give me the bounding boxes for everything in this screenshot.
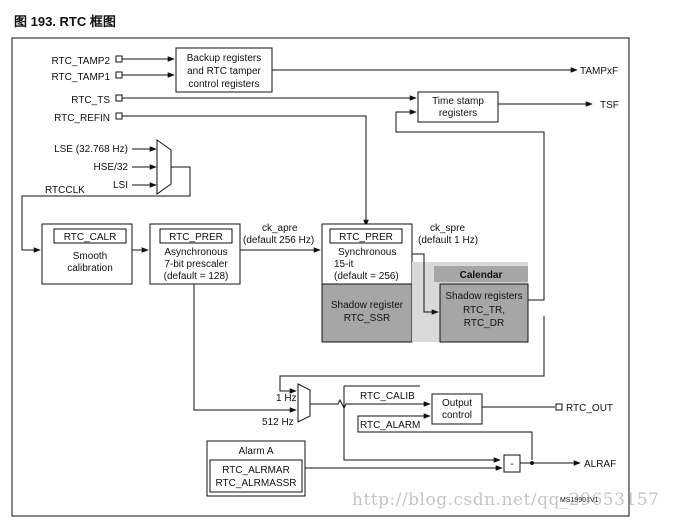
label-rtc-tamp1: RTC_TAMP1: [51, 72, 110, 83]
calr-line-2: calibration: [67, 263, 113, 274]
junction-dot: [530, 461, 534, 465]
calendar-line-3: RTC_DR: [464, 318, 504, 329]
sync-prer-line-3: (default = 256): [334, 271, 399, 282]
label-rtc-refin: RTC_REFIN: [54, 113, 110, 124]
label-rtc-calib: RTC_CALIB: [360, 391, 415, 402]
label-512hz: 512 Hz: [262, 417, 294, 428]
figure-caption: 图 193. RTC 框图: [14, 14, 116, 29]
output-tampxf: TAMPxF: [580, 66, 618, 77]
calr-line-1: Smooth: [73, 251, 107, 262]
alarm-line-1: RTC_ALRMAR: [222, 465, 290, 476]
sync-prer-line-1: Synchronous: [338, 247, 396, 258]
backup-registers-block: [175, 47, 273, 93]
async-prer-line-2: 7-bit prescaler: [164, 259, 228, 270]
label-ck-spre: ck_spre: [430, 223, 465, 234]
calendar-shadow-block: [439, 283, 529, 343]
label-rtc-alarm: RTC_ALARM: [360, 420, 420, 431]
output-control-block: [431, 393, 483, 425]
ssr-line-1: Shadow register: [331, 300, 404, 311]
label-ck-apre: ck_apre: [262, 223, 298, 234]
timestamp-line-1: Time stamp: [432, 96, 484, 107]
backup-line-3: control registers: [188, 79, 259, 90]
label-1hz: 1 Hz: [276, 393, 297, 404]
timestamp-registers-block: [417, 91, 499, 123]
pin-rtc-ts: [115, 94, 123, 102]
backup-line-1: Backup registers: [187, 53, 261, 64]
figure-id: MS19901V1: [560, 497, 599, 504]
watermark: http://blog.csdn.net/qq_29653157: [352, 490, 660, 510]
output-mux: [297, 383, 311, 423]
alarm-gate-symbol: -: [510, 459, 513, 470]
ssr-line-2: RTC_SSR: [344, 313, 391, 324]
calendar-header: [434, 266, 528, 282]
async-prer-line-1: Asynchronous: [164, 247, 227, 258]
output-tsf: TSF: [600, 100, 619, 111]
backup-line-2: and RTC tamper: [187, 66, 261, 77]
pin-rtc-tamp2: [115, 55, 123, 63]
label-lse: LSE (32.768 Hz): [54, 144, 128, 155]
output-line-2: control: [442, 410, 472, 421]
calr-title: RTC_CALR: [64, 232, 117, 243]
sync-prer-title: RTC_PRER: [339, 232, 393, 243]
label-ck-spre-default: (default 1 Hz): [418, 235, 478, 246]
clock-mux: [156, 139, 172, 195]
label-ck-apre-default: (default 256 Hz): [243, 235, 314, 246]
pin-rtc-tamp1: [115, 71, 123, 79]
async-prer-line-3: (default = 128): [164, 271, 229, 282]
label-rtc-tamp2: RTC_TAMP2: [51, 56, 110, 67]
label-hse: HSE/32: [94, 162, 129, 173]
calendar-title: Calendar: [460, 270, 503, 281]
calendar-line-1: Shadow registers: [445, 291, 522, 302]
async-prer-title: RTC_PRER: [169, 232, 223, 243]
diagram-frame: [11, 37, 630, 517]
output-line-1: Output: [442, 398, 472, 409]
label-rtcclk: RTCCLK: [45, 185, 85, 196]
calendar-line-2: RTC_TR,: [463, 305, 505, 316]
output-alraf: ALRAF: [584, 459, 616, 470]
label-lsi: LSI: [113, 180, 128, 191]
pin-rtc-refin: [115, 112, 123, 120]
timestamp-line-2: registers: [439, 108, 477, 119]
pin-rtc-out: [555, 403, 563, 411]
alarm-title: Alarm A: [238, 446, 273, 457]
sync-prer-line-2: 15-it: [334, 259, 354, 270]
ssr-block: [321, 283, 413, 343]
alarm-line-2: RTC_ALRMASSR: [216, 478, 297, 489]
output-rtc-out: RTC_OUT: [566, 403, 613, 414]
label-rtc-ts: RTC_TS: [71, 95, 110, 106]
